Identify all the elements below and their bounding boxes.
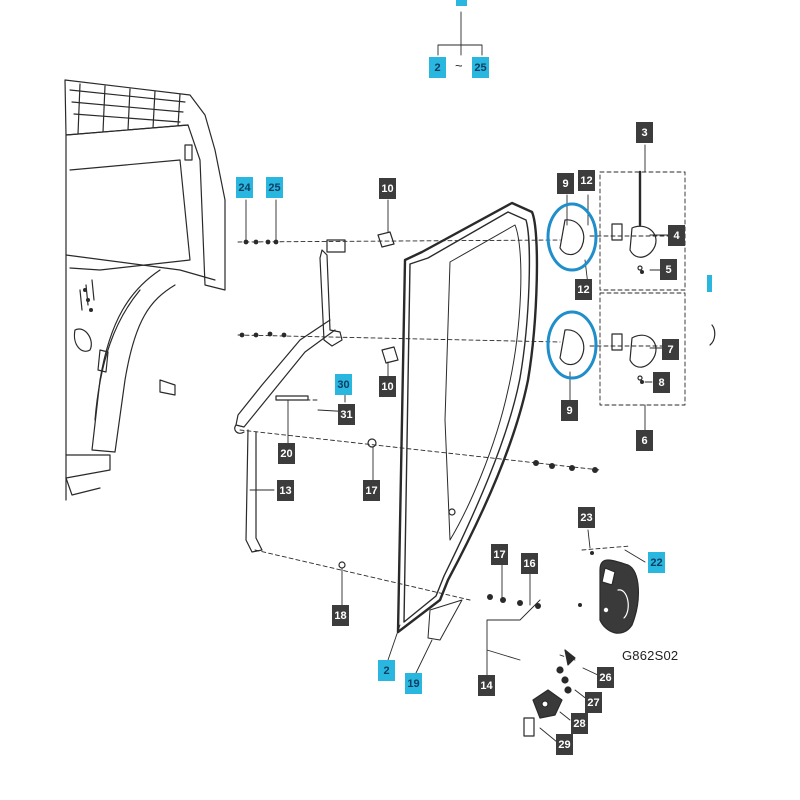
callout-12-upper: 12 <box>578 170 595 191</box>
callout-5: 5 <box>660 259 677 280</box>
callout-17-left: 17 <box>363 480 380 501</box>
cyan-bar-right <box>707 275 712 292</box>
callout-9-lower: 9 <box>561 400 578 421</box>
callout-8: 8 <box>653 372 670 393</box>
callout-24: 24 <box>236 177 253 198</box>
cyan-bar-top <box>456 0 467 6</box>
callout-27: 27 <box>585 692 602 713</box>
callout-14: 14 <box>478 675 495 696</box>
callout-17-right: 17 <box>491 544 508 565</box>
callout-3: 3 <box>636 122 653 143</box>
callout-10-lower: 10 <box>379 376 396 397</box>
callout-19: 19 <box>405 673 422 694</box>
callout-26: 26 <box>597 667 614 688</box>
upper-hinge-assembly <box>234 231 399 569</box>
leader-lines <box>245 11 671 743</box>
callout-13: 13 <box>277 480 294 501</box>
door-glass <box>396 201 539 641</box>
callout-28: 28 <box>571 713 588 734</box>
door-handle <box>599 559 639 634</box>
assembly-lines <box>237 171 686 661</box>
callout-2: 2 <box>378 660 395 681</box>
callout-23: 23 <box>578 507 595 528</box>
callout-29: 29 <box>556 734 573 755</box>
callout-10-upper: 10 <box>379 178 396 199</box>
callout-4: 4 <box>668 225 685 246</box>
latch-parts <box>559 170 657 381</box>
lock-parts <box>523 649 576 737</box>
callout-12-lower: 12 <box>575 279 592 300</box>
callout-25-range: 25 <box>472 57 489 78</box>
callout-9-upper: 9 <box>557 173 574 194</box>
callout-18: 18 <box>332 605 349 626</box>
callout-2-range: 2 <box>429 57 446 78</box>
cab-frame <box>64 79 226 501</box>
callout-20: 20 <box>278 443 295 464</box>
highlight-ellipses <box>546 202 598 380</box>
callout-25: 25 <box>266 177 283 198</box>
range-separator: ~ <box>455 58 463 73</box>
callout-22: 22 <box>648 552 665 573</box>
callout-30: 30 <box>335 374 352 395</box>
fasteners <box>83 239 644 609</box>
callout-6: 6 <box>636 430 653 451</box>
callout-31: 31 <box>338 404 355 425</box>
callout-7: 7 <box>662 339 679 360</box>
bracket-symbol <box>709 324 716 346</box>
drawing-code: G862S02 <box>622 648 679 663</box>
callout-16: 16 <box>521 553 538 574</box>
